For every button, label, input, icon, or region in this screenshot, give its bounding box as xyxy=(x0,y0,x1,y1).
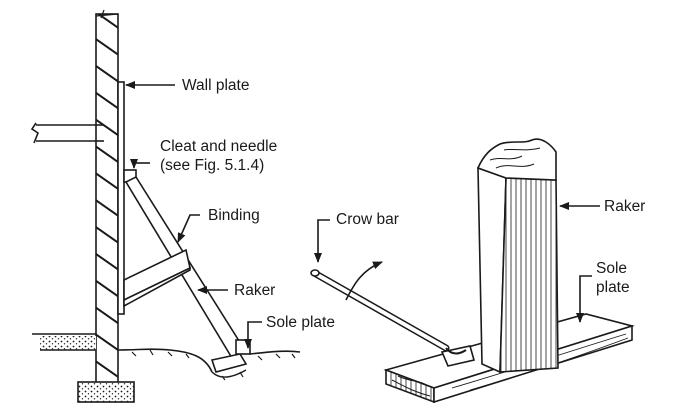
raker-foot xyxy=(210,353,248,373)
label-raker-left: Raker xyxy=(234,282,276,299)
binding-member-lower xyxy=(123,266,191,308)
label-wall-plate: Wall plate xyxy=(182,77,250,94)
label-raker-right: Raker xyxy=(604,198,646,215)
right-figure-raker-adjustment xyxy=(310,138,635,404)
floor-joist xyxy=(30,122,104,144)
wall xyxy=(95,13,119,385)
label-cleat-and-needle: Cleat and needle xyxy=(160,138,278,155)
ground-surface xyxy=(117,348,301,373)
label-sole-plate-right-line2: plate xyxy=(596,279,630,296)
label-sole-plate-right-line1: Sole xyxy=(596,260,628,277)
label-binding: Binding xyxy=(208,207,260,224)
pavement-left xyxy=(40,336,96,350)
wall-plate xyxy=(117,81,125,315)
raker-post-top xyxy=(476,138,557,181)
left-figure-raking-shore xyxy=(30,9,301,403)
label-crow-bar: Crow bar xyxy=(336,211,399,228)
footing xyxy=(77,381,135,403)
label-cleat-reference: (see Fig. 5.1.4) xyxy=(160,157,265,174)
crow-bar xyxy=(310,269,467,355)
raker-post-side xyxy=(499,177,559,373)
lever-motion-arrow xyxy=(345,261,383,301)
label-sole-plate-left: Sole plate xyxy=(266,314,335,331)
